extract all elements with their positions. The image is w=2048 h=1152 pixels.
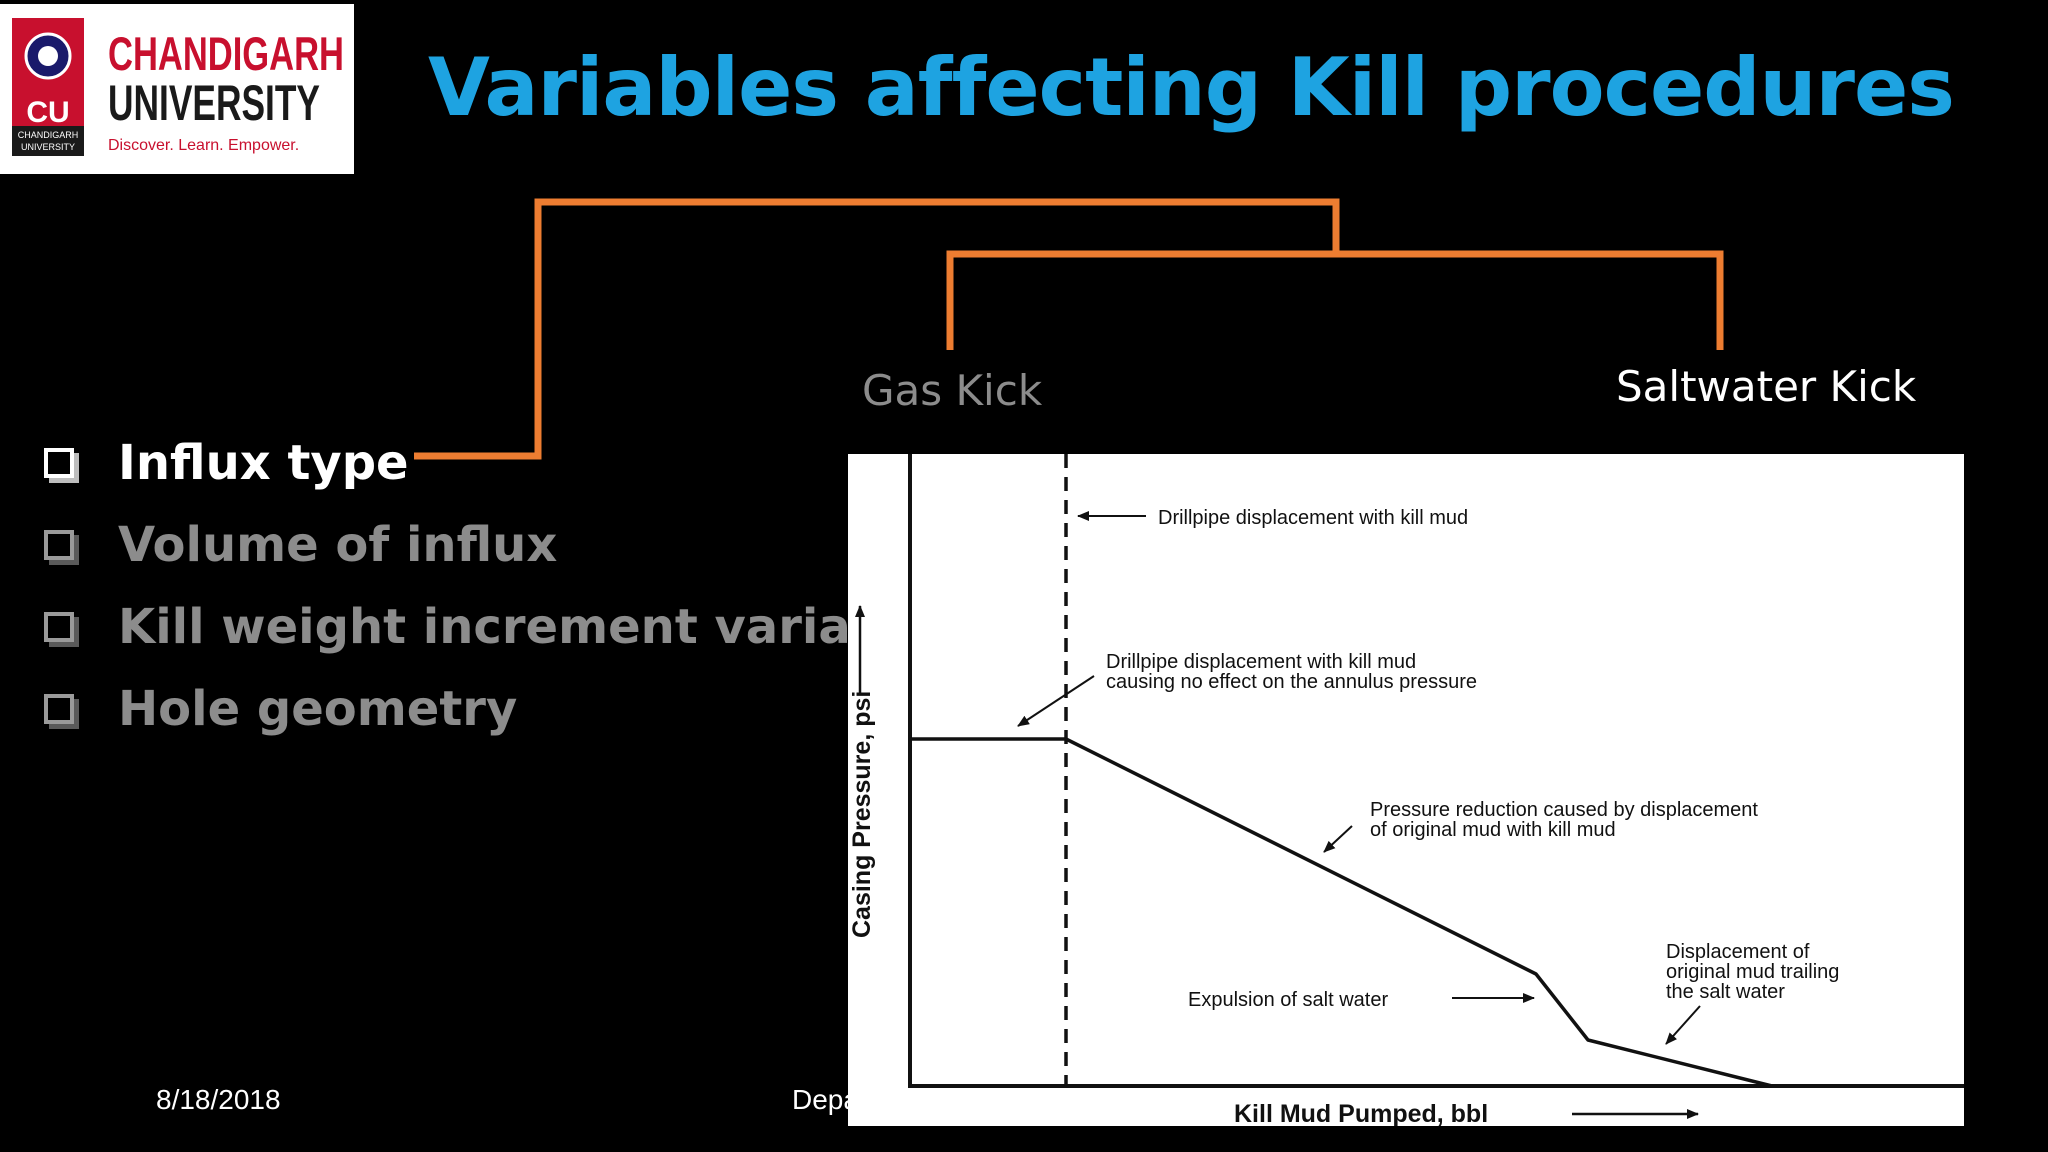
slide-title: Variables affecting Kill procedures [428, 41, 1955, 134]
logo-emblem-center [38, 46, 58, 66]
bullet-text: Kill weight increment variation [118, 599, 958, 655]
bullet-text: Influx type [118, 435, 409, 491]
annotation-expulsion: Expulsion of salt water [1188, 989, 1388, 1011]
logo-emblem-caption-bg [12, 126, 84, 156]
annotation-arrow [1017, 675, 1095, 727]
annotation-trailing-2: original mud trailing [1666, 961, 1839, 983]
branch-saltwater-kick: Saltwater Kick [1616, 362, 1917, 411]
annotation-arrow [1665, 1005, 1701, 1045]
checkbox-icon [44, 448, 74, 478]
annotation-no-effect-2: causing no effect on the annulus pressur… [1106, 671, 1477, 693]
checkbox-icon [44, 694, 74, 724]
connector-main [414, 198, 1340, 460]
annotation-trailing-3: the salt water [1666, 981, 1785, 1003]
annotation-no-effect-1: Drillpipe displacement with kill mud [1106, 651, 1416, 673]
casing-pressure-curve [910, 737, 1773, 1088]
bullet-item: Kill weight increment variation [44, 586, 957, 668]
annotation-reduction-1: Pressure reduction caused by displacemen… [1370, 799, 1758, 821]
bullet-item: Volume of influx [44, 504, 957, 586]
bullet-list: Influx type Volume of influx Kill weight… [44, 422, 957, 750]
connector-branches [946, 250, 1724, 350]
bullet-text: Volume of influx [118, 517, 558, 573]
logo-emblem-caption-2: UNIVERSITY [21, 142, 75, 152]
branch-gas-kick: Gas Kick [862, 366, 1043, 415]
diagram-graphic: Casing Pressure, psi Kill Mud Pumped, bb… [848, 454, 1964, 1126]
y-axis-label: Casing Pressure, psi [848, 691, 876, 938]
annotation-trailing-1: Displacement of [1666, 941, 1810, 963]
university-logo: CU CHANDIGARH UNIVERSITY CHANDIGARH UNIV… [0, 4, 354, 174]
checkbox-icon [44, 530, 74, 560]
bullet-item: Hole geometry [44, 668, 957, 750]
logo-emblem-text: CU [26, 96, 69, 129]
logo-line2: UNIVERSITY [108, 75, 320, 131]
footer-department: Depa [792, 1084, 859, 1115]
casing-pressure-diagram: Casing Pressure, psi Kill Mud Pumped, bb… [848, 454, 1964, 1126]
annotation-drillpipe-top: Drillpipe displacement with kill mud [1158, 507, 1468, 529]
bullet-text: Hole geometry [118, 681, 518, 737]
logo-graphic: CU CHANDIGARH UNIVERSITY CHANDIGARH UNIV… [12, 18, 344, 156]
logo-emblem-caption-1: CHANDIGARH [18, 130, 79, 140]
logo-line1: CHANDIGARH [108, 27, 344, 80]
checkbox-icon [44, 612, 74, 642]
x-axis-label: Kill Mud Pumped, bbl [1234, 1100, 1488, 1126]
bullet-item: Influx type [44, 422, 957, 504]
annotation-arrow [1323, 825, 1353, 853]
logo-tagline: Discover. Learn. Empower. [108, 137, 299, 154]
annotation-reduction-2: of original mud with kill mud [1370, 819, 1616, 841]
footer-date: 8/18/2018 [156, 1084, 281, 1115]
